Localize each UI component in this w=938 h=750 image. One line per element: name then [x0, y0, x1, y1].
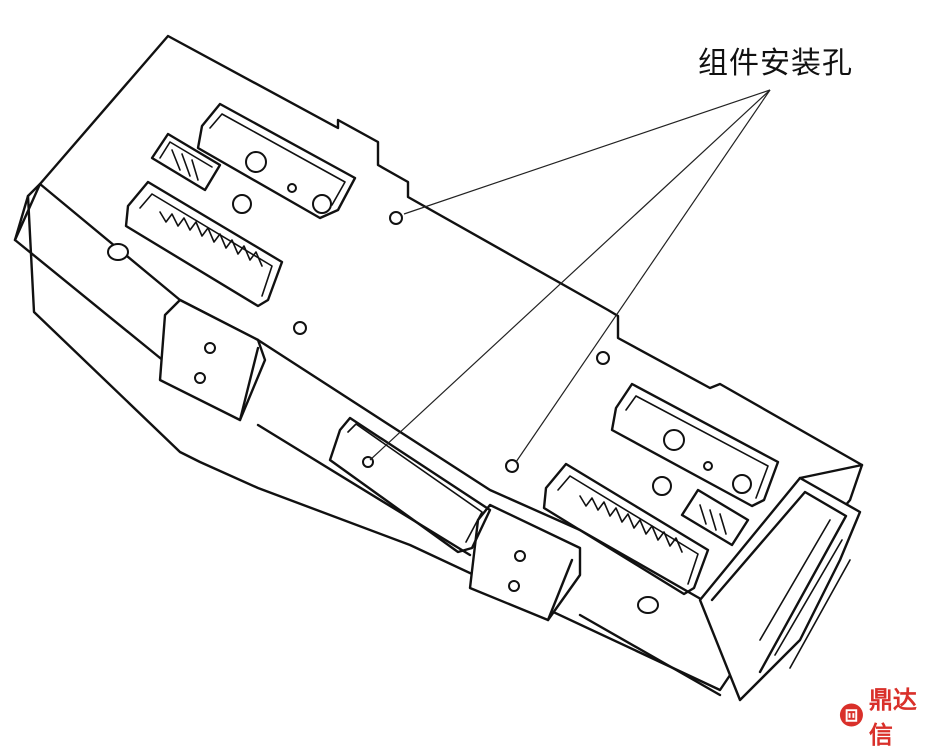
bracket-right-plate — [468, 503, 582, 622]
mounting-hole-4 — [505, 459, 519, 473]
slot-cluster-left — [124, 102, 357, 308]
mounting-hole-1 — [389, 211, 403, 225]
bracket-right-edge — [546, 558, 574, 622]
slot-right-upper — [610, 382, 780, 508]
slot-right-small — [680, 488, 750, 547]
housing-left-edge — [13, 182, 42, 242]
slot-left-lower — [124, 180, 284, 308]
leader-line-3 — [515, 89, 771, 463]
end-connector — [698, 463, 864, 702]
bracket-left-hole-1 — [204, 342, 216, 354]
bracket-left-hole-2 — [194, 372, 206, 384]
side-hole-right — [637, 596, 659, 614]
slot-right-upper-hole-2 — [732, 474, 752, 494]
slot-left-upper-hole-2 — [312, 194, 332, 214]
watermark-text: 鼎达信 — [868, 686, 917, 749]
slot-left-mid-hole — [232, 194, 252, 214]
bracket-right-hole-1 — [514, 550, 526, 562]
slot-right-lower-teeth — [579, 495, 683, 553]
bracket-right — [468, 503, 582, 622]
leader-line-2 — [369, 89, 771, 461]
bracket-left-edge — [238, 346, 260, 422]
mounting-hole-3 — [596, 351, 610, 365]
slot-right-lower — [542, 462, 710, 596]
slot-left-upper — [196, 102, 357, 220]
slot-center-outline — [328, 416, 492, 554]
callout-label: 组件安装孔 — [698, 46, 853, 81]
housing-side-bottom — [13, 194, 722, 697]
slot-cluster-right — [542, 382, 780, 596]
side-hole-left — [107, 243, 129, 261]
bracket-left — [158, 298, 267, 422]
leader-line-1 — [403, 89, 771, 215]
slot-center — [328, 416, 492, 554]
slot-right-upper-hole — [663, 429, 685, 451]
slot-left-small — [150, 132, 222, 192]
watermark: 鼎达信 — [838, 686, 938, 749]
mounting-holes — [293, 211, 610, 473]
slot-left-lower-teeth — [159, 211, 263, 267]
bracket-left-plate — [158, 298, 267, 422]
slot-right-mid-hole — [652, 476, 672, 496]
mounting-hole-2 — [293, 321, 307, 335]
callout-leaders — [369, 89, 771, 463]
bracket-right-hole-2 — [508, 580, 520, 592]
dingdaxin-logo-icon — [839, 703, 863, 727]
slot-left-upper-hole — [245, 151, 267, 173]
